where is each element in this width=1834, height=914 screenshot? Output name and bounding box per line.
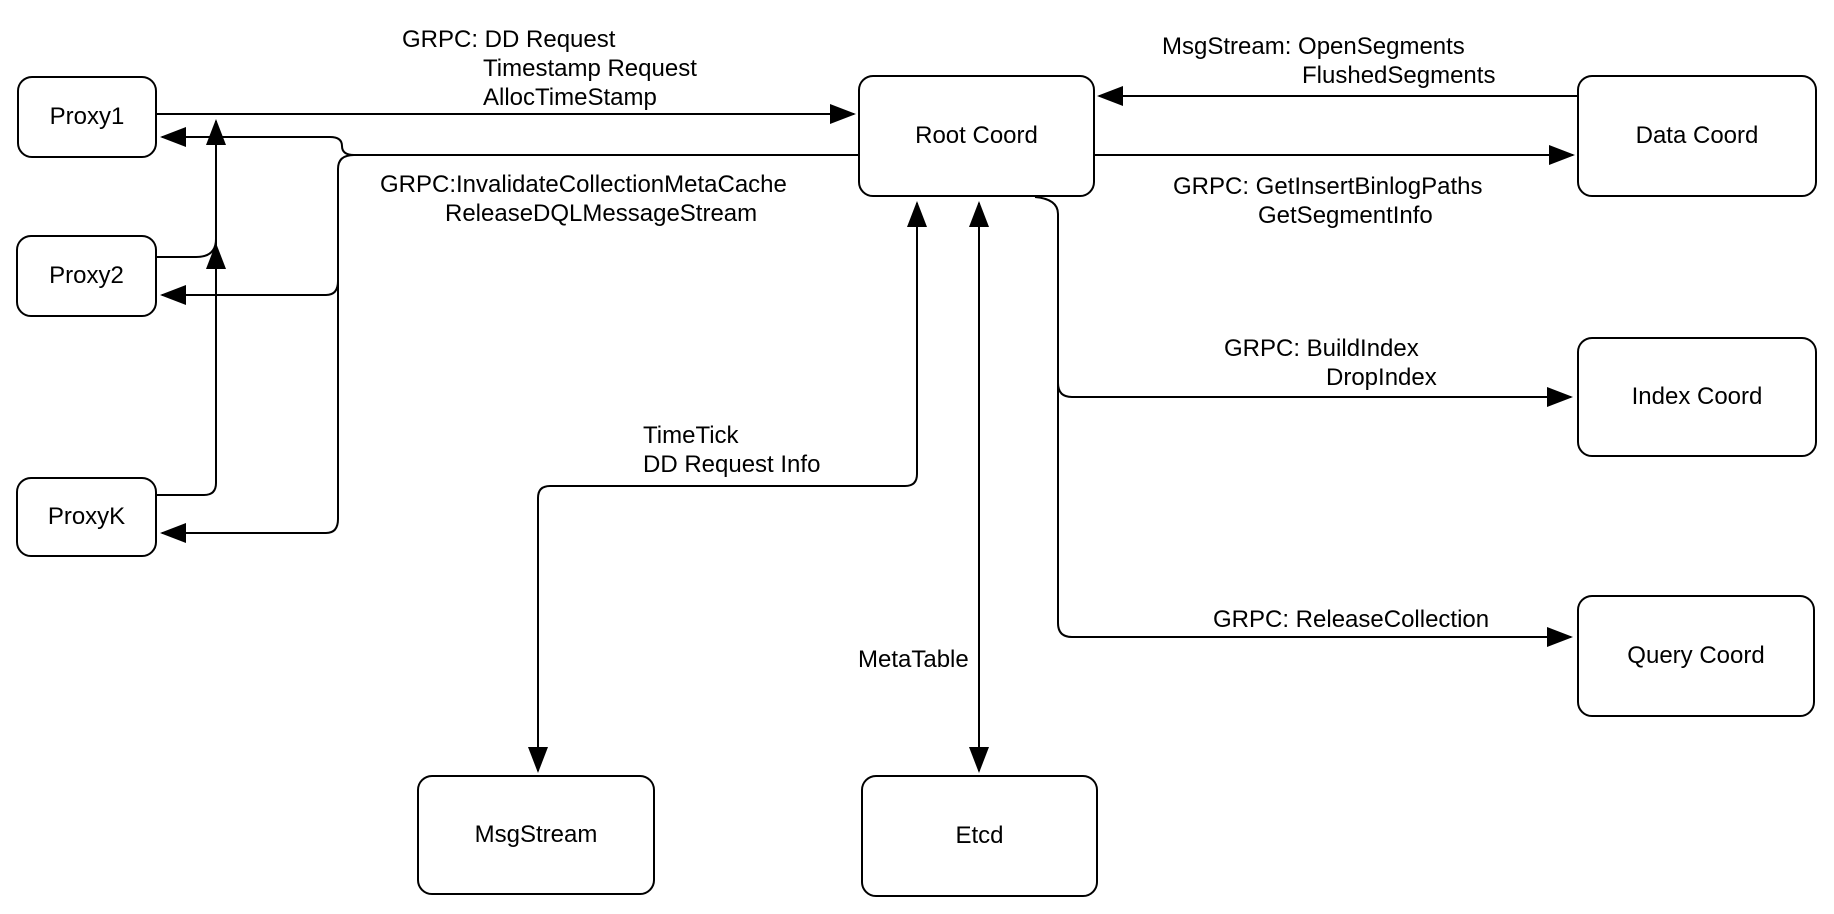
edge-rootcoord-to-proxy1 bbox=[160, 127, 858, 156]
edge-label-data-to-root: MsgStream: OpenSegments FlushedSegments bbox=[1162, 33, 1496, 89]
node-root-coord-label: Root Coord bbox=[915, 122, 1038, 149]
edge-proxy2-merge bbox=[157, 238, 217, 258]
node-etcd: Etcd bbox=[861, 775, 1098, 897]
node-root-coord: Root Coord bbox=[858, 75, 1095, 197]
node-proxyk: ProxyK bbox=[16, 477, 157, 557]
node-msgstream-label: MsgStream bbox=[474, 821, 598, 848]
node-proxyk-label: ProxyK bbox=[47, 503, 126, 530]
edge-label-root-to-index: GRPC: BuildIndex DropIndex bbox=[1224, 335, 1437, 391]
node-query-coord: Query Coord bbox=[1577, 595, 1815, 717]
edge-rootcoord-to-indexcoord bbox=[1057, 382, 1573, 407]
edge-label-root-to-proxies: GRPC:InvalidateCollectionMetaCache Relea… bbox=[380, 171, 787, 227]
edge-proxyk-to-rootcoord bbox=[157, 119, 226, 496]
node-index-coord-label: Index Coord bbox=[1631, 383, 1763, 410]
node-msgstream: MsgStream bbox=[417, 775, 655, 895]
edge-label-root-to-msgstream: TimeTick DD Request Info bbox=[643, 422, 821, 478]
node-proxy1-label: Proxy1 bbox=[49, 103, 125, 130]
node-query-coord-label: Query Coord bbox=[1627, 642, 1765, 669]
node-index-coord: Index Coord bbox=[1577, 337, 1817, 457]
edge-rootcoord-to-proxyk bbox=[160, 154, 355, 543]
node-proxy2-label: Proxy2 bbox=[49, 262, 124, 289]
node-proxy1: Proxy1 bbox=[17, 76, 157, 158]
edge-rootcoord-to-proxy2 bbox=[160, 280, 339, 305]
node-etcd-label: Etcd bbox=[955, 822, 1004, 849]
edge-label-root-to-query: GRPC: ReleaseCollection bbox=[1213, 606, 1490, 633]
node-data-coord-label: Data Coord bbox=[1635, 122, 1759, 149]
edge-label-proxies-to-root: GRPC: DD Request Timestamp Request Alloc… bbox=[402, 26, 697, 111]
edge-label-root-to-etcd: MetaTable bbox=[858, 646, 969, 673]
edge-rootcoord-to-querycoord bbox=[1034, 196, 1573, 647]
node-proxy2: Proxy2 bbox=[16, 235, 157, 317]
node-data-coord: Data Coord bbox=[1577, 75, 1817, 197]
edge-label-root-to-data: GRPC: GetInsertBinlogPaths GetSegmentInf… bbox=[1173, 173, 1483, 229]
edge-rootcoord-to-msgstream bbox=[528, 201, 927, 773]
